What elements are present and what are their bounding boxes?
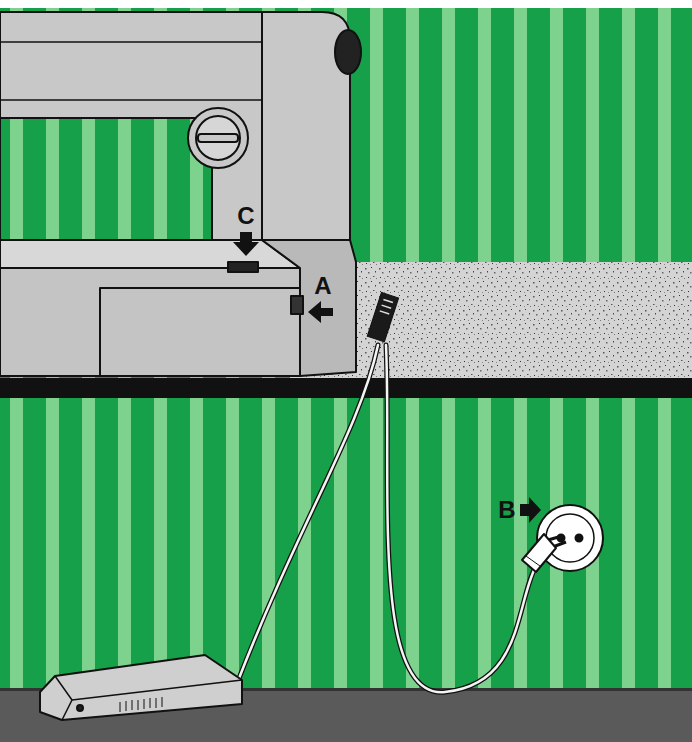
callout-letter: B <box>498 498 515 522</box>
illustration-part <box>522 534 556 572</box>
illustration-part <box>55 676 242 700</box>
illustration-part <box>526 556 540 566</box>
arrow-a <box>308 301 333 323</box>
machine-panel-line <box>261 12 263 240</box>
power-cord <box>386 345 538 692</box>
pedal-cord <box>236 345 378 686</box>
illustration-part <box>138 700 139 710</box>
socket-a <box>291 296 303 314</box>
illustration-part <box>150 698 151 708</box>
machine-plug <box>367 292 398 341</box>
illustration-part <box>548 536 562 540</box>
illustration-part <box>40 655 242 720</box>
illustration-part <box>120 702 121 712</box>
arrow-c <box>233 232 259 256</box>
illustration-part <box>126 701 127 711</box>
wall-plug <box>522 534 566 572</box>
machine-side <box>262 240 356 376</box>
power-switch <box>228 262 258 272</box>
illustration-part <box>62 700 72 720</box>
machine-arm <box>0 12 350 240</box>
illustration-part <box>367 292 398 341</box>
emblem-slot <box>198 134 238 142</box>
callout-letter: A <box>314 274 331 298</box>
illustration-part <box>383 299 393 302</box>
illustration-part <box>77 705 83 711</box>
power-cord-outline <box>386 345 538 692</box>
table-edge <box>0 378 692 398</box>
emblem-inner <box>196 116 240 160</box>
illustration-part <box>144 699 145 709</box>
cords <box>236 345 538 692</box>
free-arm-step <box>100 288 300 376</box>
machine-rail <box>0 41 262 43</box>
page-edge <box>0 0 692 8</box>
sewing-machine <box>0 12 361 376</box>
arrow-b <box>520 497 541 523</box>
illustration-part <box>546 514 594 562</box>
callout-letter: C <box>237 204 254 228</box>
emblem-outer <box>188 108 248 168</box>
pedal-cord-outline <box>236 345 378 686</box>
machine-rail <box>0 99 262 101</box>
callout-arrows <box>233 232 541 523</box>
illustration-part <box>576 535 583 542</box>
machine-bed-front <box>0 268 300 376</box>
foot-pedal <box>40 655 242 720</box>
illustration-part <box>120 697 162 712</box>
illustration-part <box>156 698 157 708</box>
illustration-part <box>380 311 390 314</box>
illustration-part <box>162 697 163 707</box>
illustration-part <box>382 305 392 308</box>
handwheel-knob <box>335 30 361 74</box>
illustration-part <box>132 700 133 710</box>
